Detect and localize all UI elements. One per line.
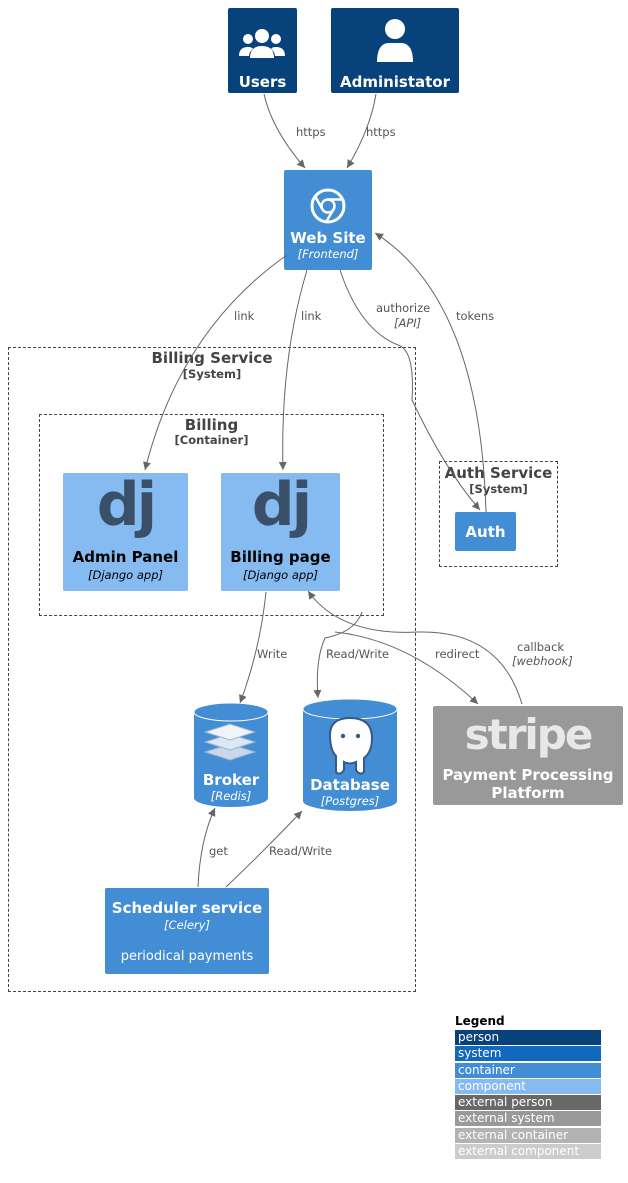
billing-page-title: Billing page <box>230 548 331 566</box>
edge-label-link-admin: link <box>234 309 255 323</box>
legend-item: external person <box>455 1095 601 1111</box>
admin-node[interactable]: Administator <box>331 8 459 93</box>
edge-admin-website <box>346 93 377 169</box>
scheduler-title: Scheduler service <box>111 899 263 917</box>
legend-item: person <box>455 1030 601 1045</box>
legend-item: container <box>455 1062 601 1078</box>
admin-panel-node[interactable]: dj Admin Panel [Django app] <box>63 473 188 591</box>
scheduler-tech: [Celery] <box>164 918 210 932</box>
billing-page-node[interactable]: dj Billing page [Django app] <box>221 473 340 591</box>
users-node[interactable]: Users <box>228 8 297 93</box>
legend-title: Legend <box>455 1014 505 1028</box>
django-icon: dj <box>251 470 313 540</box>
edge-billingpage-database <box>313 611 363 699</box>
edge-label-callback-tech: [webhook] <box>512 654 573 668</box>
auth-service-boundary <box>439 461 558 567</box>
legend-item: external component <box>455 1144 601 1160</box>
edge-stripe-billingpage <box>307 590 523 705</box>
edge-label-redirect: redirect <box>435 647 480 661</box>
database-tech: [Postgres] <box>320 794 380 808</box>
edge-users-website <box>263 93 306 169</box>
edge-label-users-https: https <box>296 125 326 139</box>
billing-container-boundary <box>39 414 384 616</box>
website-tech: [Frontend] <box>297 247 359 261</box>
legend-item: external container <box>455 1127 601 1143</box>
chrome-icon <box>310 188 346 224</box>
edge-billingpage-broker <box>239 591 267 704</box>
edge-website-billingpage <box>278 269 308 471</box>
edge-label-authorize: authorize <box>376 301 431 315</box>
edge-label-admin-https: https <box>366 125 396 139</box>
edge-auth-website <box>374 232 487 513</box>
edge-website-adminpanel <box>143 254 288 471</box>
legend-item: system <box>455 1046 601 1062</box>
edge-label-authorize-tech: [API] <box>394 316 422 330</box>
scheduler-node[interactable]: Scheduler service [Celery] periodical pa… <box>105 888 269 974</box>
scheduler-desc: periodical payments <box>120 949 254 964</box>
edge-label-get: get <box>209 844 228 858</box>
website-title: Web Site <box>290 229 366 247</box>
legend-item: component <box>455 1078 601 1094</box>
stripe-title-line1: Payment Processing <box>442 766 614 784</box>
users-icon <box>239 29 285 58</box>
django-icon: dj <box>96 470 158 540</box>
billing-service-type: [System] <box>182 367 242 381</box>
edge-label-read-write-sched: Read/Write <box>269 844 333 858</box>
stripe-logo: stripe <box>464 710 594 759</box>
users-title: Users <box>238 73 287 91</box>
edge-website-auth <box>339 269 481 511</box>
admin-panel-tech: [Django app] <box>88 568 163 582</box>
billing-service-boundary <box>8 347 416 992</box>
billing-page-tech: [Django app] <box>243 568 318 582</box>
edge-label-tokens: tokens <box>456 309 495 323</box>
billing-service-title: Billing Service <box>151 349 273 367</box>
stripe-title-line2: Platform <box>491 784 565 802</box>
legend-item: external system <box>455 1111 601 1127</box>
stripe-node[interactable]: stripe Payment Processing Platform <box>433 706 623 805</box>
edge-label-write: Write <box>257 647 288 661</box>
admin-title: Administator <box>339 73 451 91</box>
broker-label: Broker [Redis] <box>194 771 268 803</box>
edge-label-link-billing: link <box>301 309 322 323</box>
edge-label-callback: callback <box>517 640 565 654</box>
broker-title: Broker <box>202 771 260 789</box>
website-node[interactable]: Web Site [Frontend] <box>284 170 372 270</box>
auth-service-type: [System] <box>469 482 528 496</box>
admin-panel-title: Admin Panel <box>72 548 179 566</box>
postgres-icon <box>328 716 374 775</box>
redis-icon <box>203 723 257 761</box>
edge-billingpage-stripe <box>334 631 479 705</box>
billing-container-title: Billing <box>184 416 239 434</box>
auth-title: Auth <box>465 523 506 541</box>
billing-container-type: [Container] <box>174 433 249 447</box>
person-icon <box>377 19 413 62</box>
auth-service-title: Auth Service <box>444 464 553 482</box>
database-label: Database [Postgres] <box>303 776 397 808</box>
edge-label-read-write-db: Read/Write <box>326 647 390 661</box>
database-title: Database <box>310 776 390 794</box>
auth-node[interactable]: Auth <box>455 512 516 551</box>
edge-scheduler-database <box>225 810 303 888</box>
edge-scheduler-broker <box>197 807 216 888</box>
broker-tech: [Redis] <box>210 789 252 803</box>
